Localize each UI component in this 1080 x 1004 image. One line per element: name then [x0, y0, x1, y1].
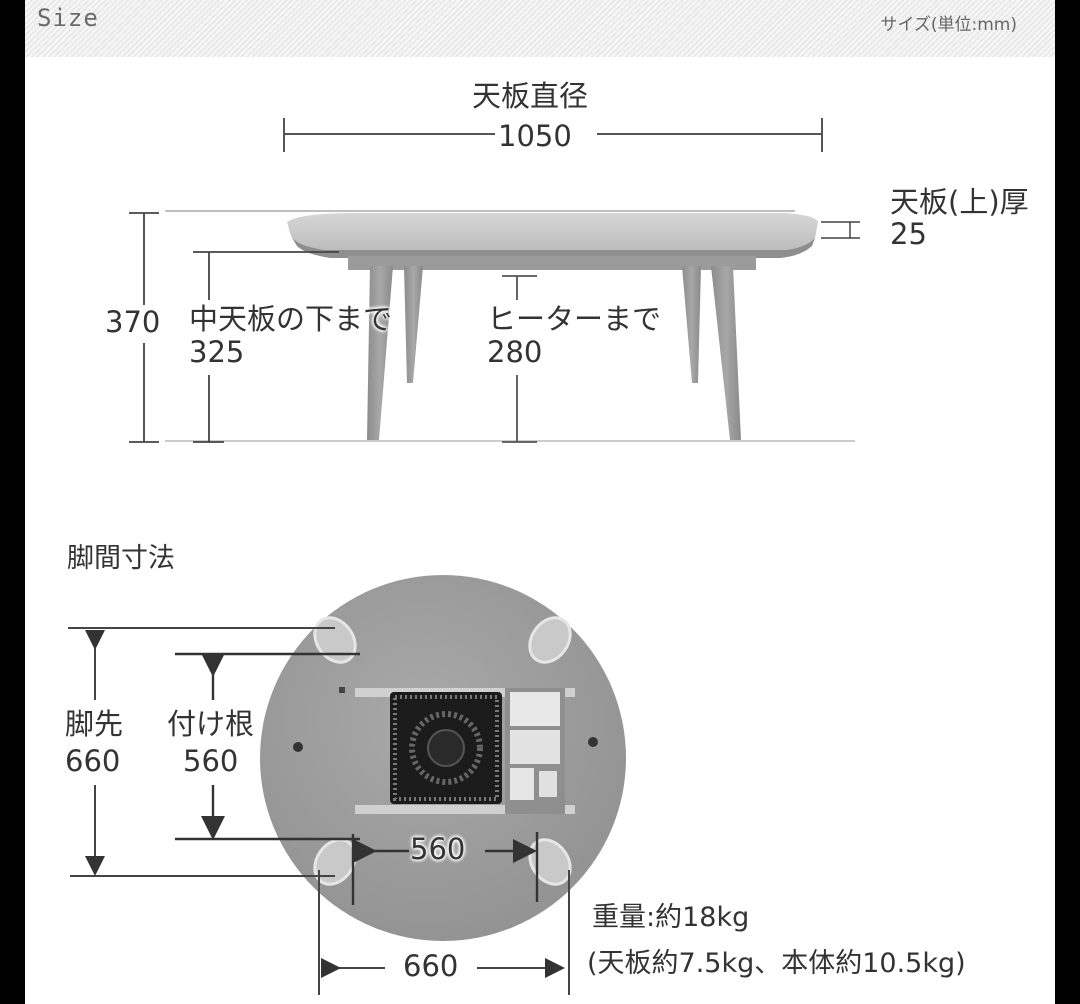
horizontal-tip-value: 660: [403, 949, 459, 983]
leg-spacing-title: 脚間寸法: [67, 543, 175, 574]
horizontal-base-value: 560: [410, 832, 466, 866]
leg-tip-label: 脚先: [65, 707, 124, 741]
table-bottom-illustration: [260, 575, 626, 941]
total-height-value: 370: [105, 305, 161, 339]
under-mid-top-value: 325: [189, 335, 245, 369]
header-bar: Size サイズ(単位:mm): [25, 0, 1055, 57]
diameter-dimension-line: [283, 118, 823, 152]
header-title: Size: [37, 4, 99, 32]
weight-breakdown: (天板約7.5kg、本体約10.5kg): [587, 948, 966, 979]
table-side-illustration: [287, 213, 818, 440]
size-spec-page: Size サイズ(単位:mm): [25, 0, 1055, 1004]
to-heater-label: ヒーターまで: [487, 302, 662, 336]
dimension-drawing: [68, 118, 860, 995]
unit-note: サイズ(単位:mm): [880, 15, 1017, 35]
top-diameter-label: 天板直径: [472, 79, 589, 113]
leg-tip-value: 660: [65, 744, 121, 778]
top-diameter-value: 1050: [498, 119, 572, 153]
top-thickness-value: 25: [890, 217, 927, 251]
weight-total: 重量:約18kg: [592, 902, 750, 933]
to-heater-value: 280: [487, 335, 543, 369]
leg-base-label: 付け根: [167, 707, 255, 741]
leg-base-value: 560: [183, 744, 239, 778]
under-mid-top-label: 中天板の下まで: [189, 302, 393, 336]
top-thickness-label: 天板(上)厚: [890, 185, 1029, 219]
